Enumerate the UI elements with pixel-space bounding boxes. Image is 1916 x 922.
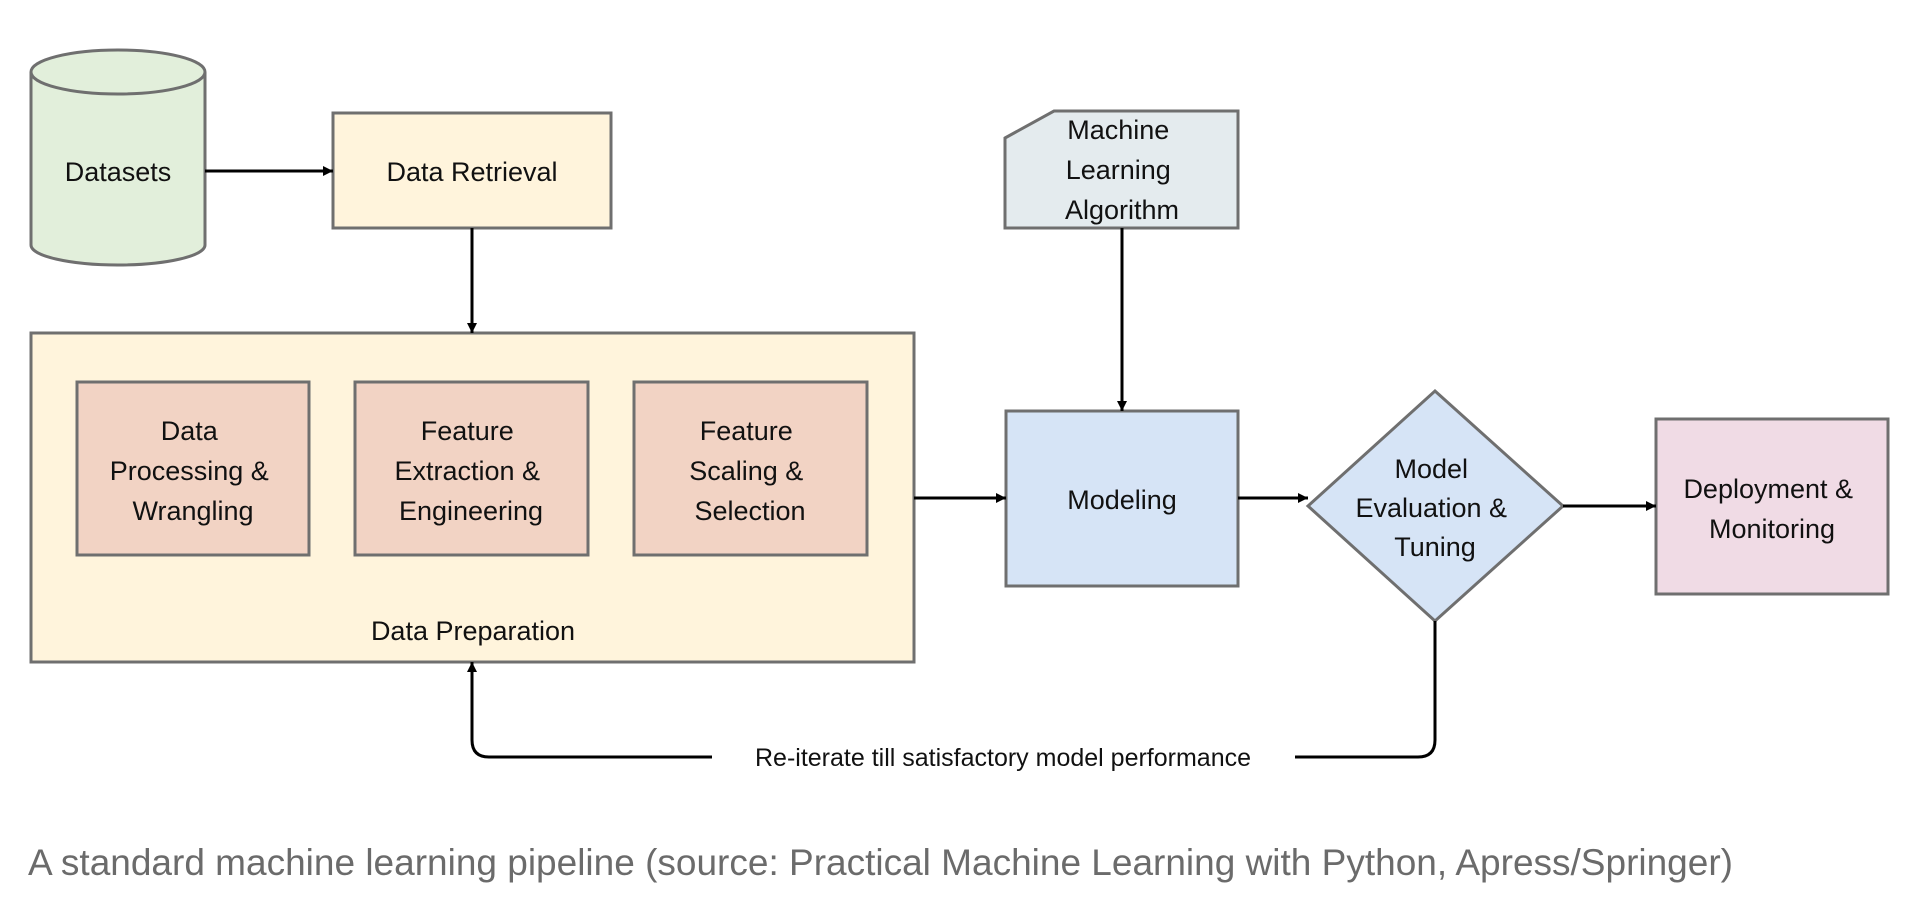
deployment-label: Deployment & Monitoring [1683, 474, 1860, 544]
feedback-loop-arrow [472, 621, 1437, 759]
feedback-loop-label: Re-iterate till satisfactory model perfo… [755, 744, 1251, 772]
feature-extraction-node: Feature Extraction & Engineering [353, 380, 590, 557]
data-processing-node: Data Processing & Wrangling [75, 380, 311, 557]
modeling-label: Modeling [1067, 485, 1177, 515]
feature-extraction-label: Feature Extraction & Engineering [394, 416, 547, 526]
data-processing-label: Data Processing & Wrangling [110, 416, 277, 526]
modeling-node: Modeling [1004, 409, 1240, 588]
data-retrieval-node: Data Retrieval [331, 111, 613, 230]
ml-algorithm-label: Machine Learning Algorithm [1065, 115, 1179, 225]
datasets-label: Datasets [65, 157, 172, 187]
data-preparation-label: Data Preparation [371, 616, 575, 646]
deployment-node: Deployment & Monitoring [1654, 417, 1890, 596]
ml-algorithm-node: Machine Learning Algorithm [1003, 109, 1240, 230]
feature-scaling-label: Feature Scaling & Selection [689, 416, 811, 526]
datasets-node: Datasets [29, 48, 207, 267]
model-evaluation-label: Model Evaluation & Tuning [1355, 454, 1514, 562]
feature-scaling-node: Feature Scaling & Selection [632, 380, 869, 557]
model-evaluation-node: Model Evaluation & Tuning [1305, 388, 1566, 624]
figure-caption: A standard machine learning pipeline (so… [28, 842, 1733, 883]
data-retrieval-label: Data Retrieval [386, 157, 557, 187]
